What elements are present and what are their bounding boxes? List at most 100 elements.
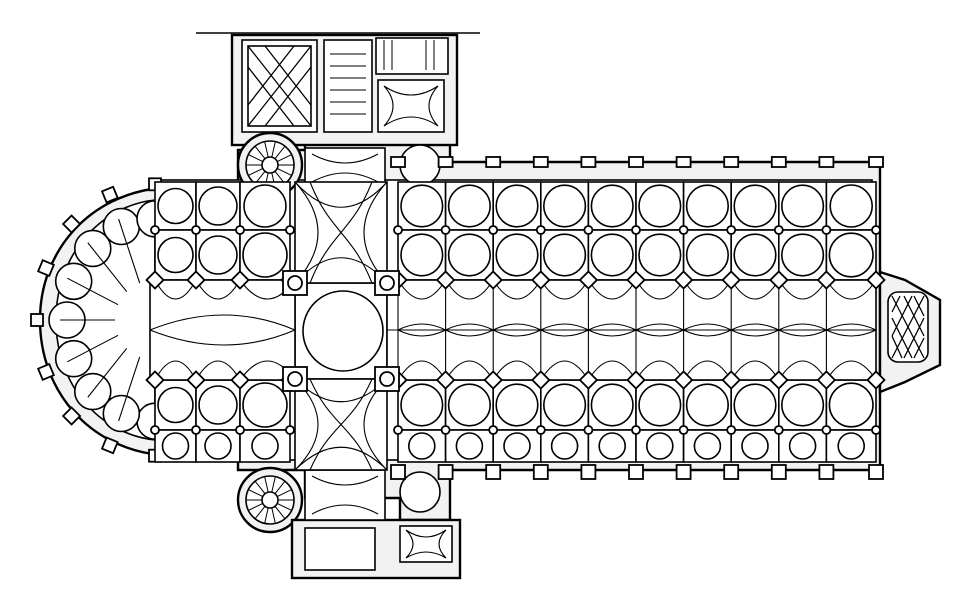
north-buttress: [723, 156, 740, 168]
south-aisle-vault-dome: [495, 383, 539, 427]
stair-step: [276, 168, 292, 176]
apse-buttress: [100, 185, 119, 204]
nave-pier: [435, 370, 456, 390]
south-aisle-vault-dome: [645, 432, 674, 460]
north-buttress: [485, 156, 502, 168]
aisle-column: [678, 425, 689, 435]
north-buttress: [390, 156, 406, 168]
north-aisle-vault-dome: [400, 184, 444, 228]
choir-bay-frame: [149, 279, 296, 381]
aisle-column: [440, 225, 451, 235]
north-aisle-vault-dome: [638, 233, 682, 277]
nave-rib: [635, 360, 685, 381]
south-aisle-vault-dome: [780, 383, 825, 427]
nave-rib: [730, 360, 780, 381]
aisle-column: [535, 425, 546, 435]
apse: [30, 177, 174, 463]
stair-step: [248, 154, 264, 162]
north-tower-block: [230, 33, 459, 147]
choir-star-rib: [149, 314, 297, 346]
nave-pier: [769, 270, 789, 290]
stair-step: [254, 480, 266, 495]
north-choir-aisle-vault-dome: [157, 236, 194, 274]
aisle-column: [191, 225, 201, 235]
south-aisle-vault-dome: [828, 382, 874, 428]
stair-step: [271, 141, 276, 158]
choir-pier: [186, 270, 206, 290]
nave-pier: [578, 370, 599, 390]
stair-step: [264, 476, 269, 493]
nave-rib: [492, 279, 542, 300]
north-aisle-vault-dome: [829, 184, 874, 228]
nave-rib: [492, 360, 542, 381]
apse-buttress: [61, 214, 82, 234]
choir-rib: [195, 360, 241, 381]
choir-rib: [154, 360, 197, 381]
stair-step: [254, 145, 266, 160]
aisle-column: [285, 225, 295, 235]
buttresses: [390, 156, 884, 480]
nave-pier: [435, 270, 456, 290]
aisle-column: [631, 225, 641, 235]
aisle-column: [535, 225, 546, 235]
stair-step: [274, 480, 286, 495]
aisle-column: [191, 425, 201, 435]
south-aisle-vault-dome: [550, 432, 579, 460]
south-buttress: [818, 464, 835, 480]
south-aisle-vault-dome: [503, 432, 531, 460]
nave-rib: [587, 279, 637, 300]
nave-rib: [683, 279, 732, 300]
nave-pier: [721, 370, 741, 390]
north-choir-aisle-vault-dome: [242, 232, 288, 278]
stair-step: [271, 476, 276, 493]
nave-pier: [816, 370, 837, 390]
south-sacristy-block: [290, 469, 462, 580]
stair-step: [276, 489, 292, 497]
nave-pier: [816, 270, 837, 290]
south-aisle-vault-dome: [837, 432, 866, 460]
aisle-column: [235, 225, 245, 235]
nave-pier: [483, 370, 503, 390]
south-buttress: [675, 464, 692, 480]
choir-rib: [154, 279, 197, 300]
nave-vault: [149, 279, 878, 381]
nave-pier: [866, 370, 886, 390]
north-aisle-vault-dome: [733, 184, 777, 228]
north-buttress: [628, 156, 644, 168]
south-aisle-vault-dome: [542, 383, 587, 427]
nave-pier: [721, 270, 741, 290]
stair-step: [274, 505, 286, 520]
apse-buttress: [36, 362, 55, 381]
crossing-pier-shaft: [287, 371, 303, 387]
choir-pier: [145, 370, 165, 390]
stair-step: [248, 168, 264, 176]
transept-rib: [294, 181, 388, 208]
north-aisle-vault-dome: [447, 184, 492, 228]
aisle-column: [440, 425, 451, 435]
nave-rib: [778, 360, 827, 381]
north-choir-aisle-vault-dome: [198, 186, 238, 226]
aisle-column: [871, 225, 881, 235]
north-aisle-vault-dome: [780, 184, 825, 228]
south-aisle-vault-dome: [693, 432, 722, 460]
nave-rib: [635, 279, 685, 300]
north-buttress: [770, 156, 787, 168]
south-buttress: [485, 464, 502, 480]
west-porch: [878, 270, 942, 394]
south-aisle-vault-dome: [590, 383, 634, 427]
nave-rib: [397, 360, 447, 381]
aisle-column: [821, 225, 832, 235]
south-aisle-vault-dome: [685, 383, 730, 427]
aisle-column: [871, 425, 881, 435]
south-aisle-vault-dome: [400, 383, 444, 427]
north-buttress: [818, 156, 835, 168]
nave-pier: [531, 370, 551, 390]
south-aisle-vault-dome: [447, 383, 492, 427]
choir-pier: [230, 370, 250, 390]
piers: [145, 225, 886, 435]
stair-step: [271, 507, 276, 524]
crossing-pier-shaft: [287, 275, 303, 291]
choir-rib: [195, 279, 241, 300]
nave-rib: [825, 360, 877, 381]
crossing: [294, 282, 388, 380]
